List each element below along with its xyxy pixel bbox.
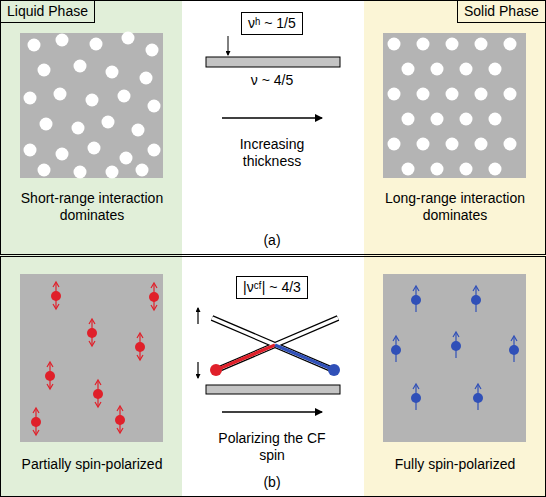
liquid-ground [0, 0, 182, 497]
panel-frame [1, 257, 546, 497]
panel-frame [1, 1, 546, 255]
direction-arrow [222, 117, 322, 118]
electron-dots [24, 32, 517, 179]
solid-ground [364, 0, 546, 497]
sample-square [20, 274, 163, 442]
pointer-line [228, 36, 229, 55]
phase-caption: Long-range interaction dominates [367, 190, 543, 224]
process-label: Polarizing the CF spin [212, 430, 332, 464]
phase-tag: Solid Phase [457, 0, 546, 23]
phase-caption: Partially spin-polarized [4, 456, 180, 473]
filling-box: νʰ ~ 1/5 [241, 12, 303, 35]
phase-tag: Liquid Phase [0, 0, 95, 23]
direction-arrow [222, 411, 322, 412]
phase-caption: Fully spin-polarized [367, 456, 543, 473]
level-crossing [198, 308, 340, 378]
process-label: Increasing thickness [217, 136, 327, 170]
sample-square [383, 274, 526, 442]
box-text: Solid Phase [464, 3, 539, 19]
slab [206, 57, 340, 67]
slab [206, 385, 340, 394]
filling-label: ν ~ 4/5 [212, 72, 332, 89]
spin-particles [31, 282, 519, 435]
sample-square [20, 33, 163, 178]
panel-tag: (b) [242, 474, 302, 491]
filling-box: |νᶜᶠ| ~ 4/3 [236, 276, 308, 299]
sample-square [383, 33, 526, 178]
box-text: |νᶜᶠ| ~ 4/3 [243, 279, 301, 295]
box-text: νʰ ~ 1/5 [248, 15, 296, 31]
phase-caption: Short-range interaction dominates [4, 190, 180, 224]
box-text: Liquid Phase [7, 3, 88, 19]
panel-tag: (a) [242, 232, 302, 249]
